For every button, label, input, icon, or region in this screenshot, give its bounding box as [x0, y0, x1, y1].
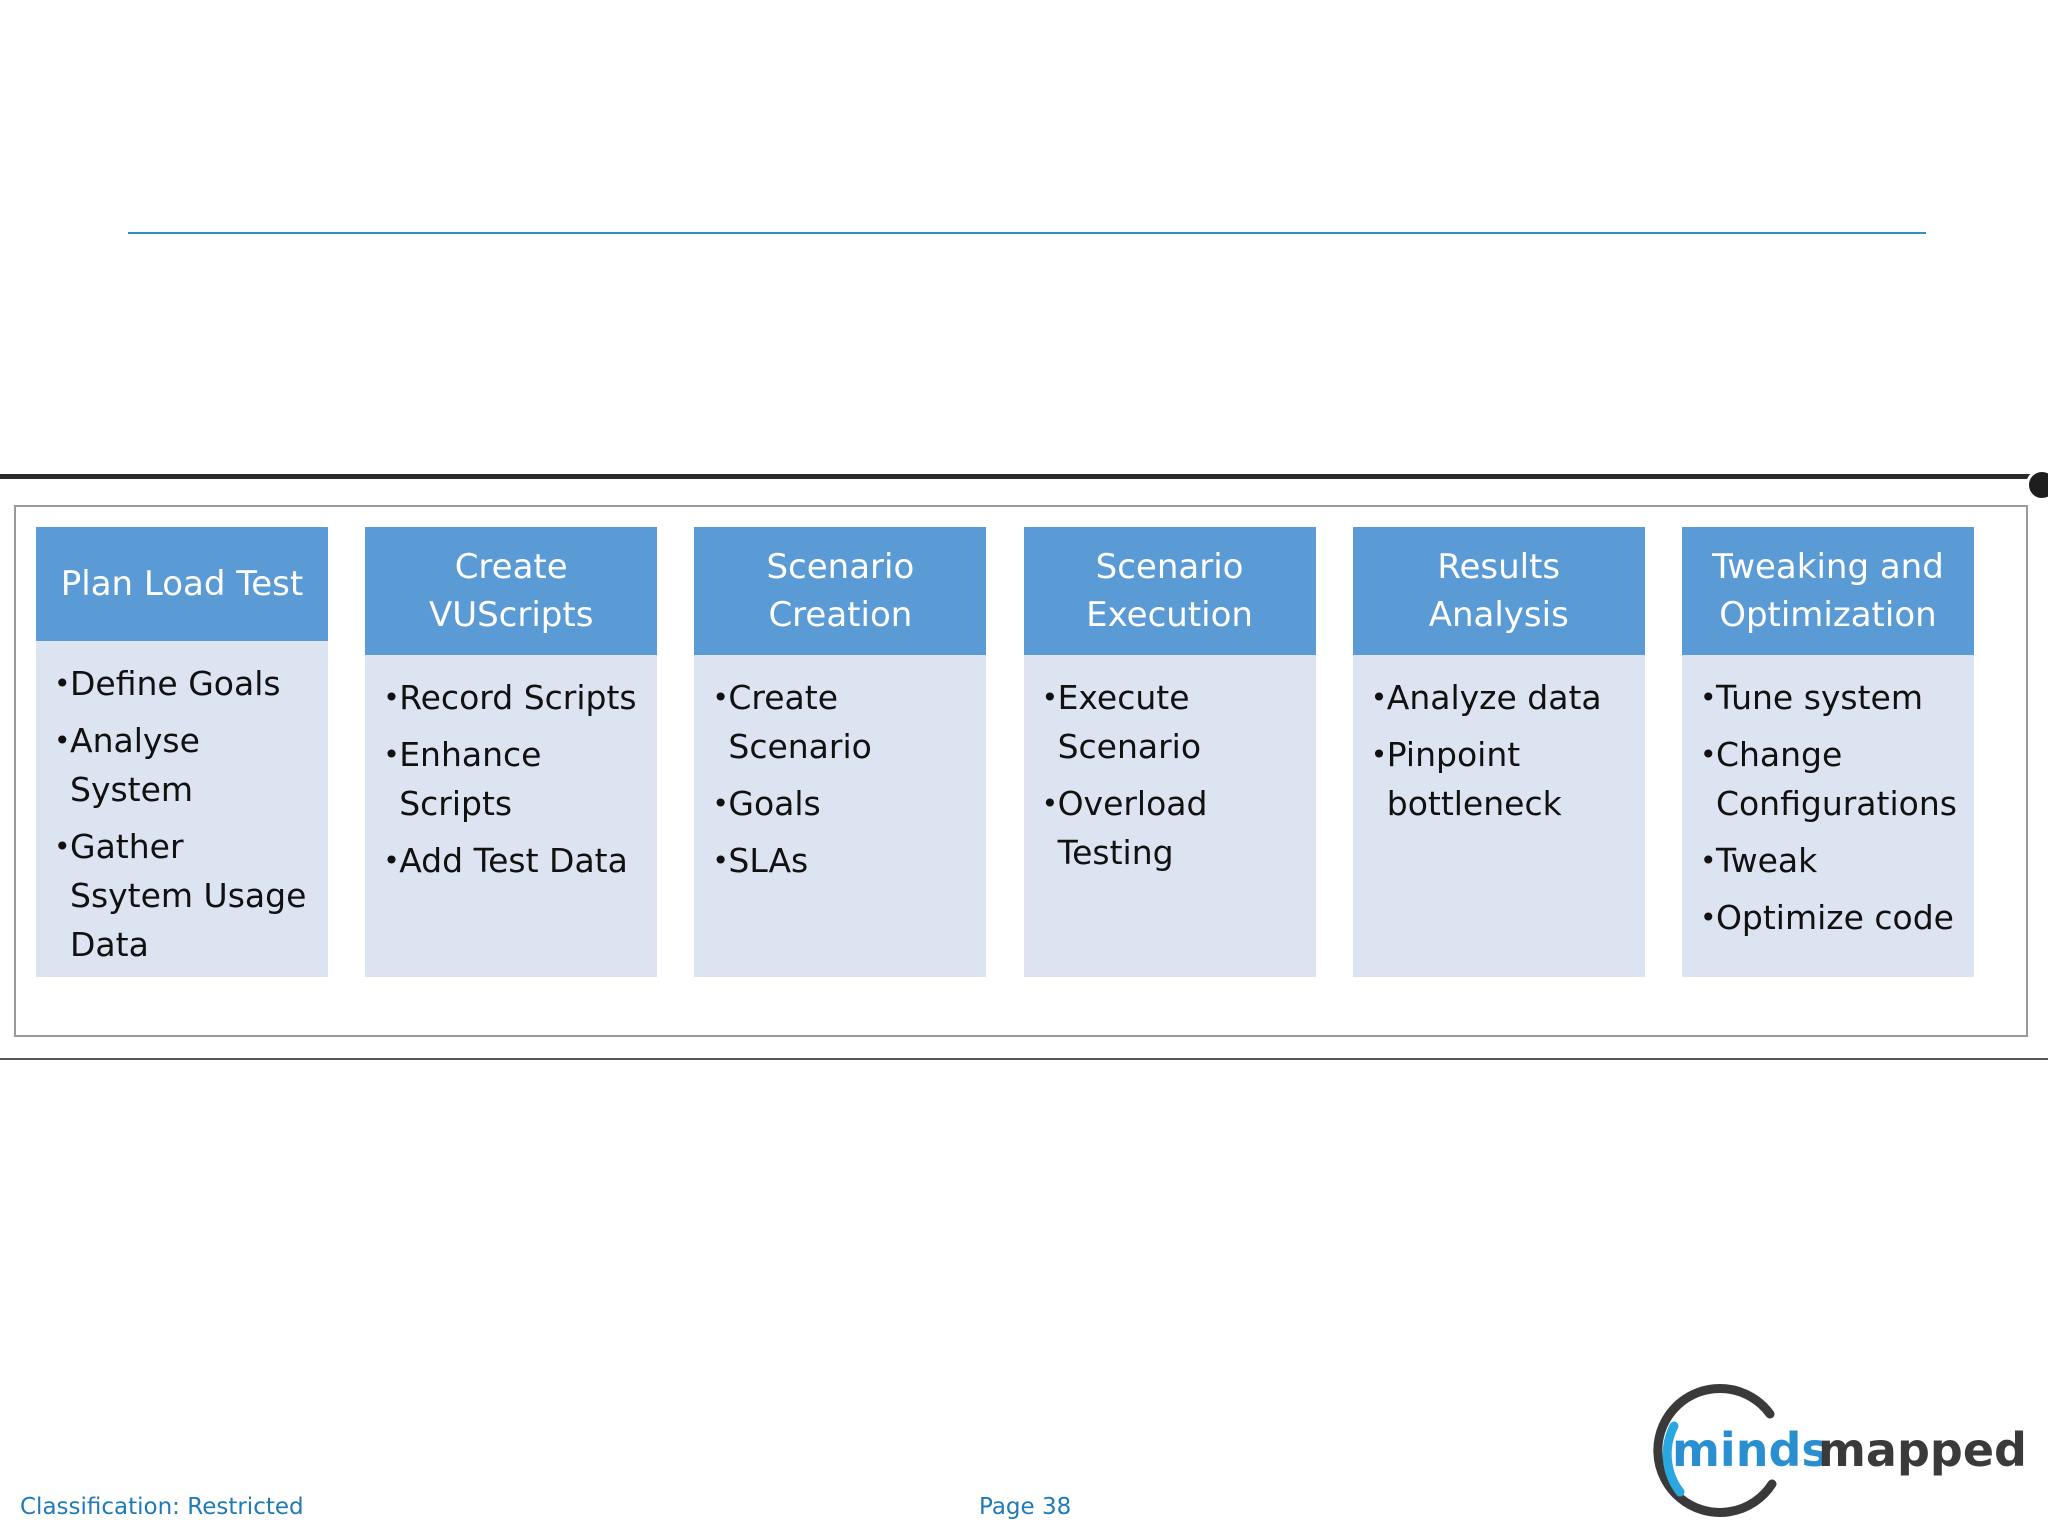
step-items: •Define Goals•Analyse System•Gather Ssyt… — [36, 641, 328, 977]
step-title: Create VUScripts — [365, 527, 658, 655]
bullet-icon: • — [712, 844, 729, 877]
step-item-text: Add Test Data — [399, 841, 628, 880]
step-item: •Overload Testing — [1042, 779, 1304, 877]
step-item: •Tune system — [1700, 673, 1962, 722]
step-item-text: Change Configurations — [1715, 735, 1957, 823]
resize-handle-icon[interactable] — [2026, 469, 2048, 501]
step-item-text: SLAs — [728, 841, 809, 880]
title-divider — [128, 232, 1926, 234]
step-item-text: Tune system — [1715, 678, 1924, 717]
step-item: •Goals — [712, 779, 974, 828]
step-item-text: Create Scenario — [728, 678, 872, 766]
bullet-icon: • — [1370, 738, 1388, 771]
bullet-icon: • — [1699, 844, 1717, 877]
step-item-text: Enhance Scripts — [399, 735, 542, 823]
step-item-text: Execute Scenario — [1057, 678, 1202, 766]
mindsmapped-logo: minds mapped — [1653, 1383, 2027, 1517]
process-step: Tweaking and Optimization•Tune system•Ch… — [1681, 527, 1974, 977]
step-item: •Record Scripts — [383, 673, 645, 722]
step-item-text: Tweak — [1715, 841, 1818, 880]
logo-text-mapped: mapped — [1818, 1423, 2027, 1477]
step-item: •Create Scenario — [712, 673, 974, 771]
step-item: •Change Configurations — [1700, 730, 1962, 828]
step-item-text: Define Goals — [70, 664, 281, 703]
step-item-text: Record Scripts — [399, 678, 637, 717]
classification-label: Classification: Restricted — [20, 1494, 304, 1520]
step-items: •Create Scenario•Goals•SLAs — [694, 655, 987, 977]
step-items: •Execute Scenario•Overload Testing — [1023, 655, 1316, 977]
step-item: •Execute Scenario — [1042, 673, 1304, 771]
step-title: Results Analysis — [1352, 527, 1645, 655]
bullet-icon: • — [1699, 681, 1717, 714]
step-items: •Record Scripts•Enhance Scripts•Add Test… — [365, 655, 658, 977]
step-title: Scenario Creation — [694, 527, 987, 655]
bullet-icon: • — [383, 738, 400, 771]
bullet-icon: • — [54, 667, 71, 700]
bullet-icon: • — [712, 787, 729, 820]
bullet-icon: • — [712, 681, 729, 714]
logo-ring-icon — [1653, 1383, 1777, 1517]
bullet-icon: • — [1699, 738, 1717, 771]
step-title: Plan Load Test — [36, 527, 328, 641]
step-item: •SLAs — [712, 836, 974, 885]
page-number: Page 38 — [979, 1494, 1072, 1520]
step-items: •Analyze data•Pinpoint bottleneck — [1352, 655, 1645, 977]
process-step: Scenario Creation•Create Scenario•Goals•… — [694, 527, 987, 977]
bullet-icon: • — [54, 724, 71, 757]
process-figure: Plan Load Test•Define Goals•Analyse Syst… — [0, 469, 2048, 1060]
step-item-text: Overload Testing — [1057, 784, 1208, 872]
step-item: •Add Test Data — [383, 836, 645, 885]
step-item-text: Gather Ssytem Usage Data — [70, 827, 307, 964]
step-item-text: Analyze data — [1386, 678, 1602, 717]
step-item: •Pinpoint bottleneck — [1371, 730, 1633, 828]
step-item: •Analyze data — [1371, 673, 1633, 722]
process-step: Scenario Execution•Execute Scenario•Over… — [1023, 527, 1316, 977]
step-title: Scenario Execution — [1023, 527, 1316, 655]
step-item: •Optimize code — [1700, 893, 1962, 942]
bullet-icon: • — [1699, 901, 1717, 934]
step-item-text: Pinpoint bottleneck — [1386, 735, 1562, 823]
step-item-text: Goals — [728, 784, 821, 823]
bullet-icon: • — [383, 844, 400, 877]
bullet-icon: • — [1041, 681, 1059, 714]
step-item: •Define Goals — [54, 659, 316, 708]
step-items: •Tune system•Change Configurations•Tweak… — [1681, 655, 1974, 977]
logo-ring-accent-icon — [1662, 1421, 1685, 1497]
bullet-icon: • — [54, 830, 71, 863]
bullet-icon: • — [1041, 787, 1059, 820]
step-item: •Enhance Scripts — [383, 730, 645, 828]
logo-text-minds: minds — [1672, 1423, 1829, 1477]
process-step: Plan Load Test•Define Goals•Analyse Syst… — [36, 527, 328, 977]
process-step: Results Analysis•Analyze data•Pinpoint b… — [1352, 527, 1645, 977]
step-item-text: Analyse System — [70, 721, 200, 809]
process-steps: Plan Load Test•Define Goals•Analyse Syst… — [36, 527, 1974, 977]
step-item: •Tweak — [1700, 836, 1962, 885]
process-step: Create VUScripts•Record Scripts•Enhance … — [365, 527, 658, 977]
step-item-text: Optimize code — [1715, 898, 1954, 937]
step-title: Tweaking and Optimization — [1681, 527, 1974, 655]
step-item: •Gather Ssytem Usage Data — [54, 822, 316, 969]
step-item: •Analyse System — [54, 716, 316, 814]
bullet-icon: • — [1370, 681, 1388, 714]
bullet-icon: • — [383, 681, 400, 714]
